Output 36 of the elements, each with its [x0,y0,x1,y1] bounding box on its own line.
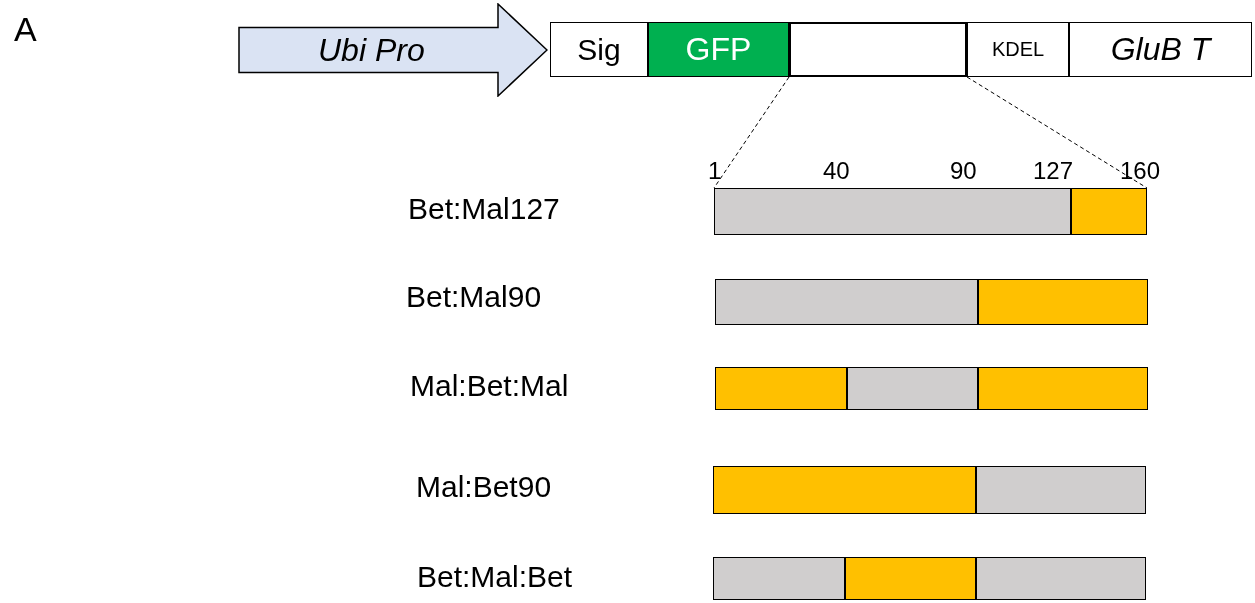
protein-segment [1071,188,1147,235]
construct-name: Mal:Bet90 [416,470,552,504]
construct-name: Bet:Mal:Bet [417,560,573,594]
kdel-box [967,22,1069,77]
dashed-leader-line [713,76,790,189]
protein-segment [847,367,978,410]
terminator-box [1069,22,1252,77]
position-number: 160 [1120,157,1161,185]
position-number: 1 [708,157,722,185]
node-label: KDEL [991,38,1045,61]
construct-name: Mal:Bet:Mal [410,369,569,403]
panel-letter: A [14,10,37,49]
protein-segment [713,557,845,600]
protein-segment [976,466,1146,514]
protein-segment [976,557,1146,600]
protein-segment [714,188,1071,235]
protein-segment [978,279,1148,325]
position-number: 40 [823,157,850,185]
position-number: 127 [1033,157,1074,185]
dashed-leader-line [966,76,1148,189]
node-label: Ubi Pro [318,31,425,69]
protein-segment [845,557,976,600]
protein-segment [715,279,978,325]
signal-peptide-box [550,22,648,77]
insert-box [789,22,967,77]
construct-name: Bet:Mal127 [408,192,560,226]
protein-segment [978,367,1148,410]
node-label: GFP [685,31,752,68]
protein-segment [715,367,847,410]
construct-name: Bet:Mal90 [406,280,542,314]
node-label: Sig [577,32,621,67]
gfp-box [648,22,789,77]
promoter-arrow [238,3,548,97]
protein-segment [713,466,976,514]
position-number: 90 [950,157,977,185]
node-label: GluB T [1110,31,1211,68]
